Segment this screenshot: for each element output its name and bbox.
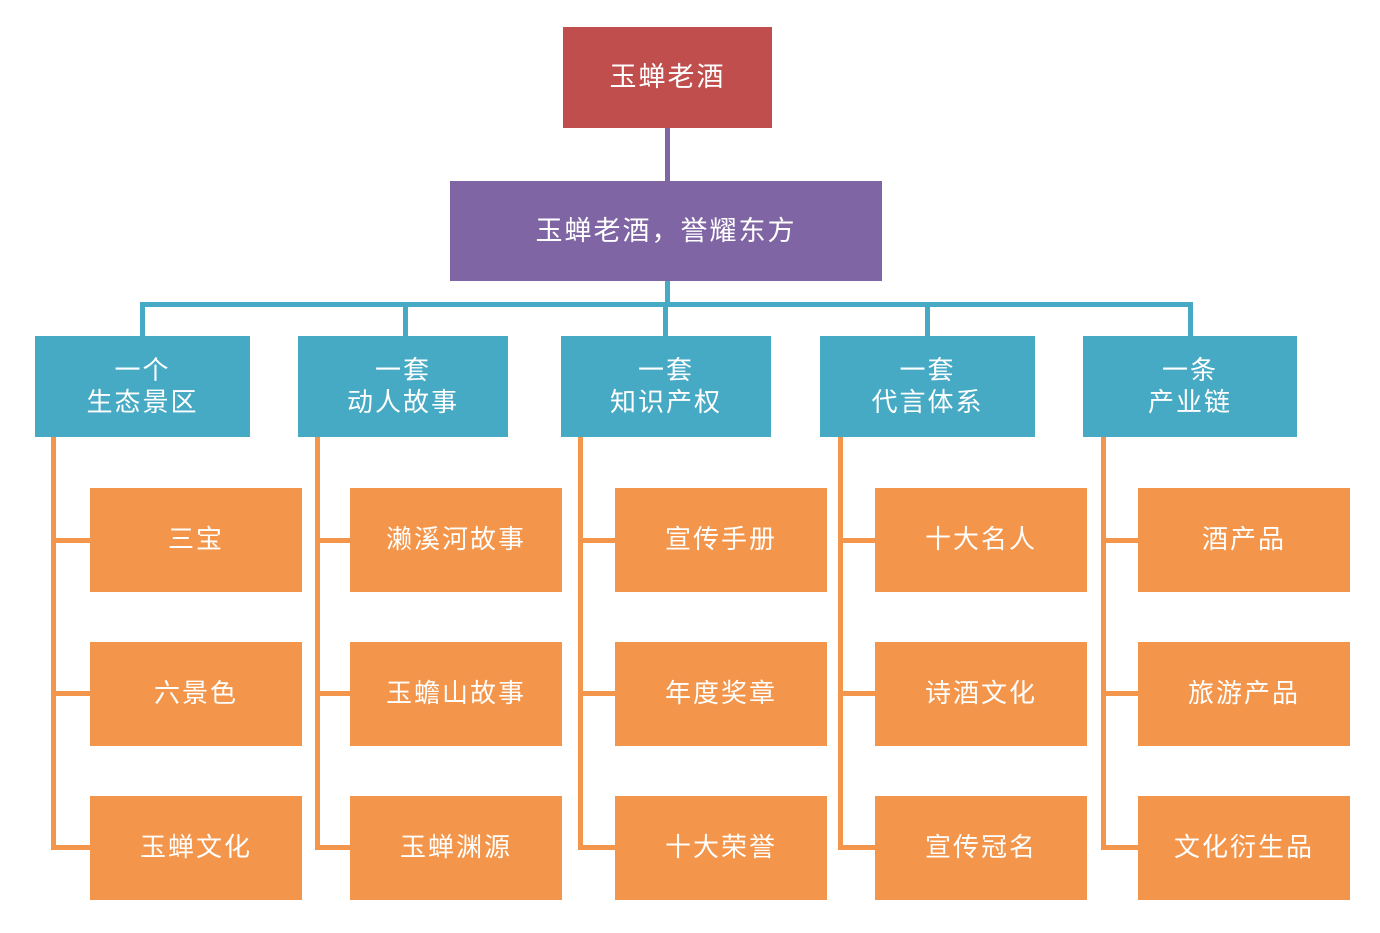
pillar-node-2-line2: 动人故事 [346,387,459,417]
connector-stub-4-2 [838,691,875,696]
leaf-node-1-3-label: 玉蝉文化 [139,833,252,863]
pillar-node-3-line2: 知识产权 [609,387,722,417]
leaf-node-1-1-label: 三宝 [167,525,224,555]
connector-stub-1-2 [51,691,90,696]
leaf-node-2-2-label: 玉蟾山故事 [385,679,526,709]
leaf-node-5-3[interactable]: 文化衍生品 [1138,796,1350,900]
leaf-node-4-1-label: 十大名人 [924,525,1037,555]
pillar-node-5[interactable]: 一条 产业链 [1083,336,1297,437]
connector-spine-column-5 [1101,437,1106,849]
root-node-label: 玉蝉老酒 [609,62,726,93]
leaf-node-1-2[interactable]: 六景色 [90,642,302,746]
leaf-node-1-1[interactable]: 三宝 [90,488,302,592]
connector-spine-column-4 [838,437,843,849]
leaf-node-5-1-label: 酒产品 [1201,525,1286,555]
connector-drop-pillar-2 [403,302,408,336]
leaf-node-5-2[interactable]: 旅游产品 [1138,642,1350,746]
connector-root-to-vision [665,128,670,181]
pillar-node-5-line1: 一条 [1161,355,1218,385]
leaf-node-3-1[interactable]: 宣传手册 [615,488,827,592]
connector-vision-stem [665,281,670,307]
connector-stub-2-3 [315,845,352,850]
vision-node[interactable]: 玉蝉老酒，誉耀东方 [450,181,882,281]
leaf-node-4-3[interactable]: 宣传冠名 [875,796,1087,900]
leaf-node-5-1[interactable]: 酒产品 [1138,488,1350,592]
leaf-node-5-3-label: 文化衍生品 [1173,833,1314,863]
pillar-node-1-line1: 一个 [114,355,171,385]
leaf-node-3-3-label: 十大荣誉 [664,833,777,863]
leaf-node-4-2-label: 诗酒文化 [924,679,1037,709]
leaf-node-3-2-label: 年度奖章 [664,679,777,709]
pillar-node-4-line1: 一套 [899,355,956,385]
leaf-node-2-3[interactable]: 玉蝉渊源 [350,796,562,900]
pillar-node-5-line2: 产业链 [1147,387,1232,417]
leaf-node-2-3-label: 玉蝉渊源 [399,833,512,863]
connector-stub-4-1 [838,538,875,543]
leaf-node-1-2-label: 六景色 [153,679,238,709]
connector-stub-2-2 [315,691,352,696]
pillar-node-3-line1: 一套 [637,355,694,385]
connector-stub-2-1 [315,538,352,543]
connector-stub-1-1 [51,538,90,543]
root-node[interactable]: 玉蝉老酒 [563,27,772,128]
pillar-node-3[interactable]: 一套 知识产权 [561,336,771,437]
connector-stub-3-2 [578,691,615,696]
connector-drop-pillar-4 [925,302,930,336]
pillar-node-1[interactable]: 一个 生态景区 [35,336,250,437]
leaf-node-2-2[interactable]: 玉蟾山故事 [350,642,562,746]
connector-stub-4-3 [838,845,875,850]
connector-stub-1-3 [51,845,90,850]
leaf-node-4-3-label: 宣传冠名 [924,833,1037,863]
connector-stub-5-3 [1101,845,1138,850]
vision-node-label: 玉蝉老酒，誉耀东方 [535,215,797,246]
pillar-node-2[interactable]: 一套 动人故事 [298,336,508,437]
leaf-node-3-2[interactable]: 年度奖章 [615,642,827,746]
leaf-node-2-1[interactable]: 濑溪河故事 [350,488,562,592]
connector-drop-pillar-5 [1188,302,1193,336]
connector-spine-column-1 [51,437,56,849]
connector-drop-pillar-3 [663,302,668,336]
leaf-node-1-3[interactable]: 玉蝉文化 [90,796,302,900]
connector-spine-column-3 [578,437,583,849]
connector-stub-5-1 [1101,538,1138,543]
pillar-node-4[interactable]: 一套 代言体系 [820,336,1035,437]
connector-stub-3-3 [578,845,615,850]
leaf-node-4-2[interactable]: 诗酒文化 [875,642,1087,746]
connector-spine-column-2 [315,437,320,849]
leaf-node-3-3[interactable]: 十大荣誉 [615,796,827,900]
connector-stub-3-1 [578,538,615,543]
leaf-node-3-1-label: 宣传手册 [664,525,777,555]
connector-drop-pillar-1 [140,302,145,336]
leaf-node-2-1-label: 濑溪河故事 [385,525,526,555]
pillar-node-4-line2: 代言体系 [871,387,984,417]
connector-stub-5-2 [1101,691,1138,696]
pillar-node-1-line2: 生态景区 [86,387,199,417]
pillar-node-2-line1: 一套 [374,355,431,385]
leaf-node-4-1[interactable]: 十大名人 [875,488,1087,592]
leaf-node-5-2-label: 旅游产品 [1187,679,1300,709]
